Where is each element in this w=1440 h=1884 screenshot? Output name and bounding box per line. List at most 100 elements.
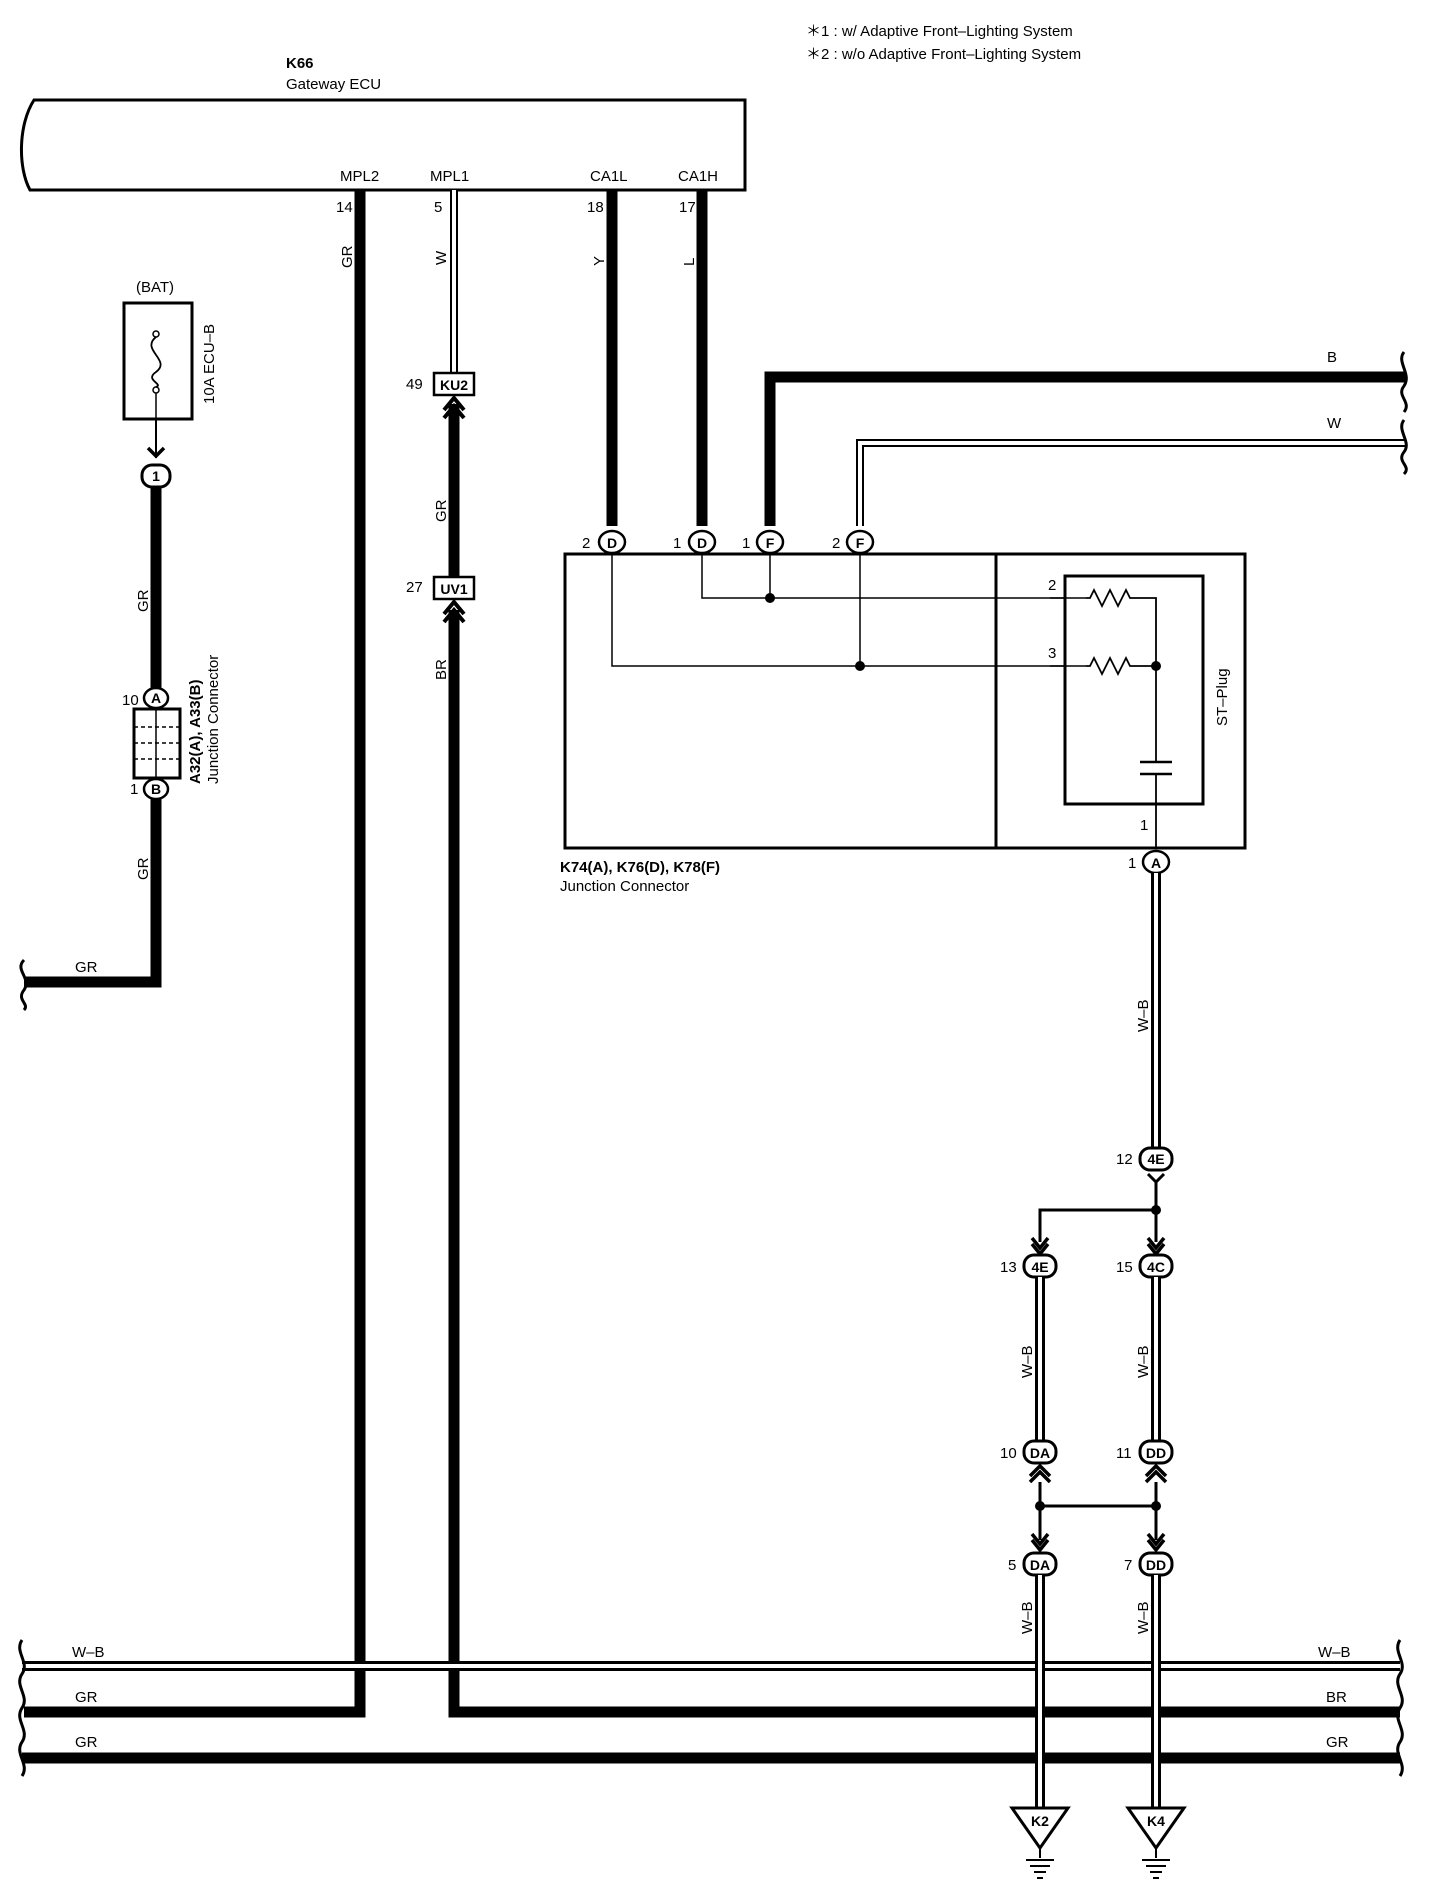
wire-split-13[interactable] bbox=[1038, 1208, 1156, 1242]
fuse-element-icon bbox=[150, 336, 162, 388]
wire-label-br: BR bbox=[433, 659, 450, 680]
wire-label-mpl2: GR bbox=[339, 245, 356, 268]
splice-dd bbox=[1151, 1501, 1161, 1511]
connector-5-num: 5 bbox=[1008, 1557, 1016, 1574]
k74-pin-2d-letter: D bbox=[607, 535, 617, 551]
st-pin-2: 2 bbox=[1048, 577, 1056, 594]
connector-uv1[interactable]: 27 UV1 bbox=[406, 575, 476, 624]
connector-11-code: DD bbox=[1146, 1445, 1166, 1461]
resistor-pin3 bbox=[1086, 655, 1156, 677]
k74-pin-1d-num: 1 bbox=[673, 535, 681, 552]
a32-pin-bottom-letter: B bbox=[151, 781, 161, 797]
bus-label-gr2-left: GR bbox=[75, 1734, 98, 1751]
splice-da bbox=[1035, 1501, 1045, 1511]
wire-w-break bbox=[1400, 419, 1408, 476]
connector-12-num: 12 bbox=[1116, 1151, 1133, 1168]
k74-pin-1a-letter: A bbox=[1151, 855, 1161, 871]
splice-12 bbox=[1151, 1205, 1161, 1215]
resistor-pin2 bbox=[1086, 587, 1157, 666]
wire-label-wb-5: W–B bbox=[1019, 1601, 1036, 1634]
a32-pin-top-letter: A bbox=[151, 690, 161, 706]
k74-pin-1a-num: 1 bbox=[1128, 855, 1136, 872]
wire-label-wb-7: W–B bbox=[1135, 1601, 1152, 1634]
connector-ku2-num: 49 bbox=[406, 376, 423, 393]
ground-k2[interactable]: K2 bbox=[1009, 1806, 1071, 1879]
connector-15-4c[interactable]: 15 4C bbox=[1116, 1253, 1174, 1279]
fuse-10a-ecu-b[interactable] bbox=[122, 301, 194, 421]
bus-break-left bbox=[18, 1639, 26, 1777]
k74-pin-2d-num: 2 bbox=[582, 535, 590, 552]
pin-num-5: 5 bbox=[434, 199, 442, 216]
k74-pin-1f-letter: F bbox=[766, 535, 775, 551]
wire-uv1-br[interactable] bbox=[448, 610, 1400, 1718]
wire-mpl2-gr[interactable] bbox=[24, 190, 366, 1718]
k74-pin-2f-num: 2 bbox=[832, 535, 840, 552]
k74-pin-1a[interactable]: 1 A bbox=[1128, 849, 1171, 875]
k74-pin-1d[interactable]: 1 D bbox=[673, 529, 717, 555]
a32-pin-bottom-num: 1 bbox=[130, 781, 138, 798]
connector-10-da[interactable]: 10 DA bbox=[1000, 1439, 1058, 1484]
ecu-pin-mpl1: MPL1 bbox=[430, 168, 469, 185]
k74-pin-1d-letter: D bbox=[697, 535, 707, 551]
wire-label-wb-13: W–B bbox=[1019, 1345, 1036, 1378]
wire-label-bat-gr: GR bbox=[135, 589, 152, 612]
ground-k2-label: K2 bbox=[1031, 1813, 1049, 1829]
bus-label-gr2-right: GR bbox=[1326, 1734, 1349, 1751]
connector-5-da[interactable]: 5 DA bbox=[1008, 1551, 1058, 1577]
junction-connector-a32[interactable]: 10 A 1 B bbox=[122, 686, 182, 801]
connector-11-num: 11 bbox=[1116, 1445, 1132, 1462]
bus-label-gr1-left: GR bbox=[75, 1689, 98, 1706]
arrow-conn1 bbox=[146, 446, 166, 459]
k74-pin-2f[interactable]: 2 F bbox=[832, 529, 875, 555]
wire-label-gr-left: GR bbox=[75, 959, 98, 976]
connector-7-dd[interactable]: 7 DD bbox=[1124, 1551, 1174, 1577]
bus-label-br-right: BR bbox=[1326, 1689, 1347, 1706]
connector-7-num: 7 bbox=[1124, 1557, 1132, 1574]
wire-label-wb-top: W–B bbox=[1135, 999, 1152, 1032]
connector-15-code: 4C bbox=[1147, 1259, 1165, 1275]
ground-k4[interactable]: K4 bbox=[1125, 1806, 1187, 1879]
connector-13-4e[interactable]: 13 4E bbox=[1000, 1253, 1058, 1279]
wire-a32-gr-left[interactable] bbox=[24, 799, 162, 988]
connector-10-code: DA bbox=[1030, 1445, 1050, 1461]
note-afs-with: ＊1 : w/ Adaptive Front–Lighting System bbox=[806, 23, 1073, 40]
st-pin-1: 1 bbox=[1140, 817, 1148, 834]
connector-13-num: 13 bbox=[1000, 1259, 1017, 1276]
st-pin-3: 3 bbox=[1048, 645, 1056, 662]
note-afs-without: ＊2 : w/o Adaptive Front–Lighting System bbox=[806, 46, 1081, 63]
ecu-id: K66 bbox=[286, 55, 314, 72]
ecu-box bbox=[20, 98, 747, 192]
connector-bat-1[interactable]: 1 bbox=[140, 463, 172, 489]
connector-ku2-code: KU2 bbox=[440, 377, 468, 393]
ecu-name: Gateway ECU bbox=[286, 76, 381, 93]
k74-pin-1f[interactable]: 1 F bbox=[742, 529, 785, 555]
wire-label-ca1l: Y bbox=[591, 256, 608, 266]
ecu-pin-mpl2: MPL2 bbox=[340, 168, 379, 185]
bus-label-wb-left: W–B bbox=[72, 1644, 105, 1661]
wire-w-right[interactable] bbox=[856, 439, 1405, 526]
fuse-source-label: (BAT) bbox=[136, 279, 174, 296]
connector-12-4e[interactable]: 12 4E bbox=[1116, 1146, 1174, 1185]
ecu-pin-ca1l: CA1L bbox=[590, 168, 628, 185]
arrow-7 bbox=[1146, 1532, 1166, 1553]
k74-label-line2: Junction Connector bbox=[560, 878, 689, 895]
k74-pin-2d[interactable]: 2 D bbox=[582, 529, 627, 555]
wire-label-b: B bbox=[1327, 349, 1337, 366]
pin-num-18: 18 bbox=[587, 199, 604, 216]
pin-num-17: 17 bbox=[679, 199, 696, 216]
ground-k4-label: K4 bbox=[1147, 1813, 1165, 1829]
k74-pin-1f-num: 1 bbox=[742, 535, 750, 552]
connector-11-dd[interactable]: 11 DD bbox=[1116, 1439, 1174, 1484]
a32-label-line2: Junction Connector bbox=[205, 655, 222, 784]
gateway-ecu[interactable]: K66 Gateway ECU MPL2 MPL1 CA1L CA1H bbox=[20, 55, 747, 192]
a32-label-line1: A32(A), A33(B) bbox=[187, 680, 204, 784]
ecu-pin-ca1h: CA1H bbox=[678, 168, 718, 185]
st-plug[interactable]: ST–Plug 2 3 1 bbox=[1048, 574, 1231, 848]
wire-gr-left-break bbox=[19, 958, 28, 1012]
pin-num-14: 14 bbox=[336, 199, 353, 216]
a32-pin-top-num: 10 bbox=[122, 692, 139, 709]
wire-b-right[interactable] bbox=[764, 371, 1405, 526]
wire-label-wb-15: W–B bbox=[1135, 1345, 1152, 1378]
connector-ku2[interactable]: 49 KU2 bbox=[406, 371, 476, 420]
